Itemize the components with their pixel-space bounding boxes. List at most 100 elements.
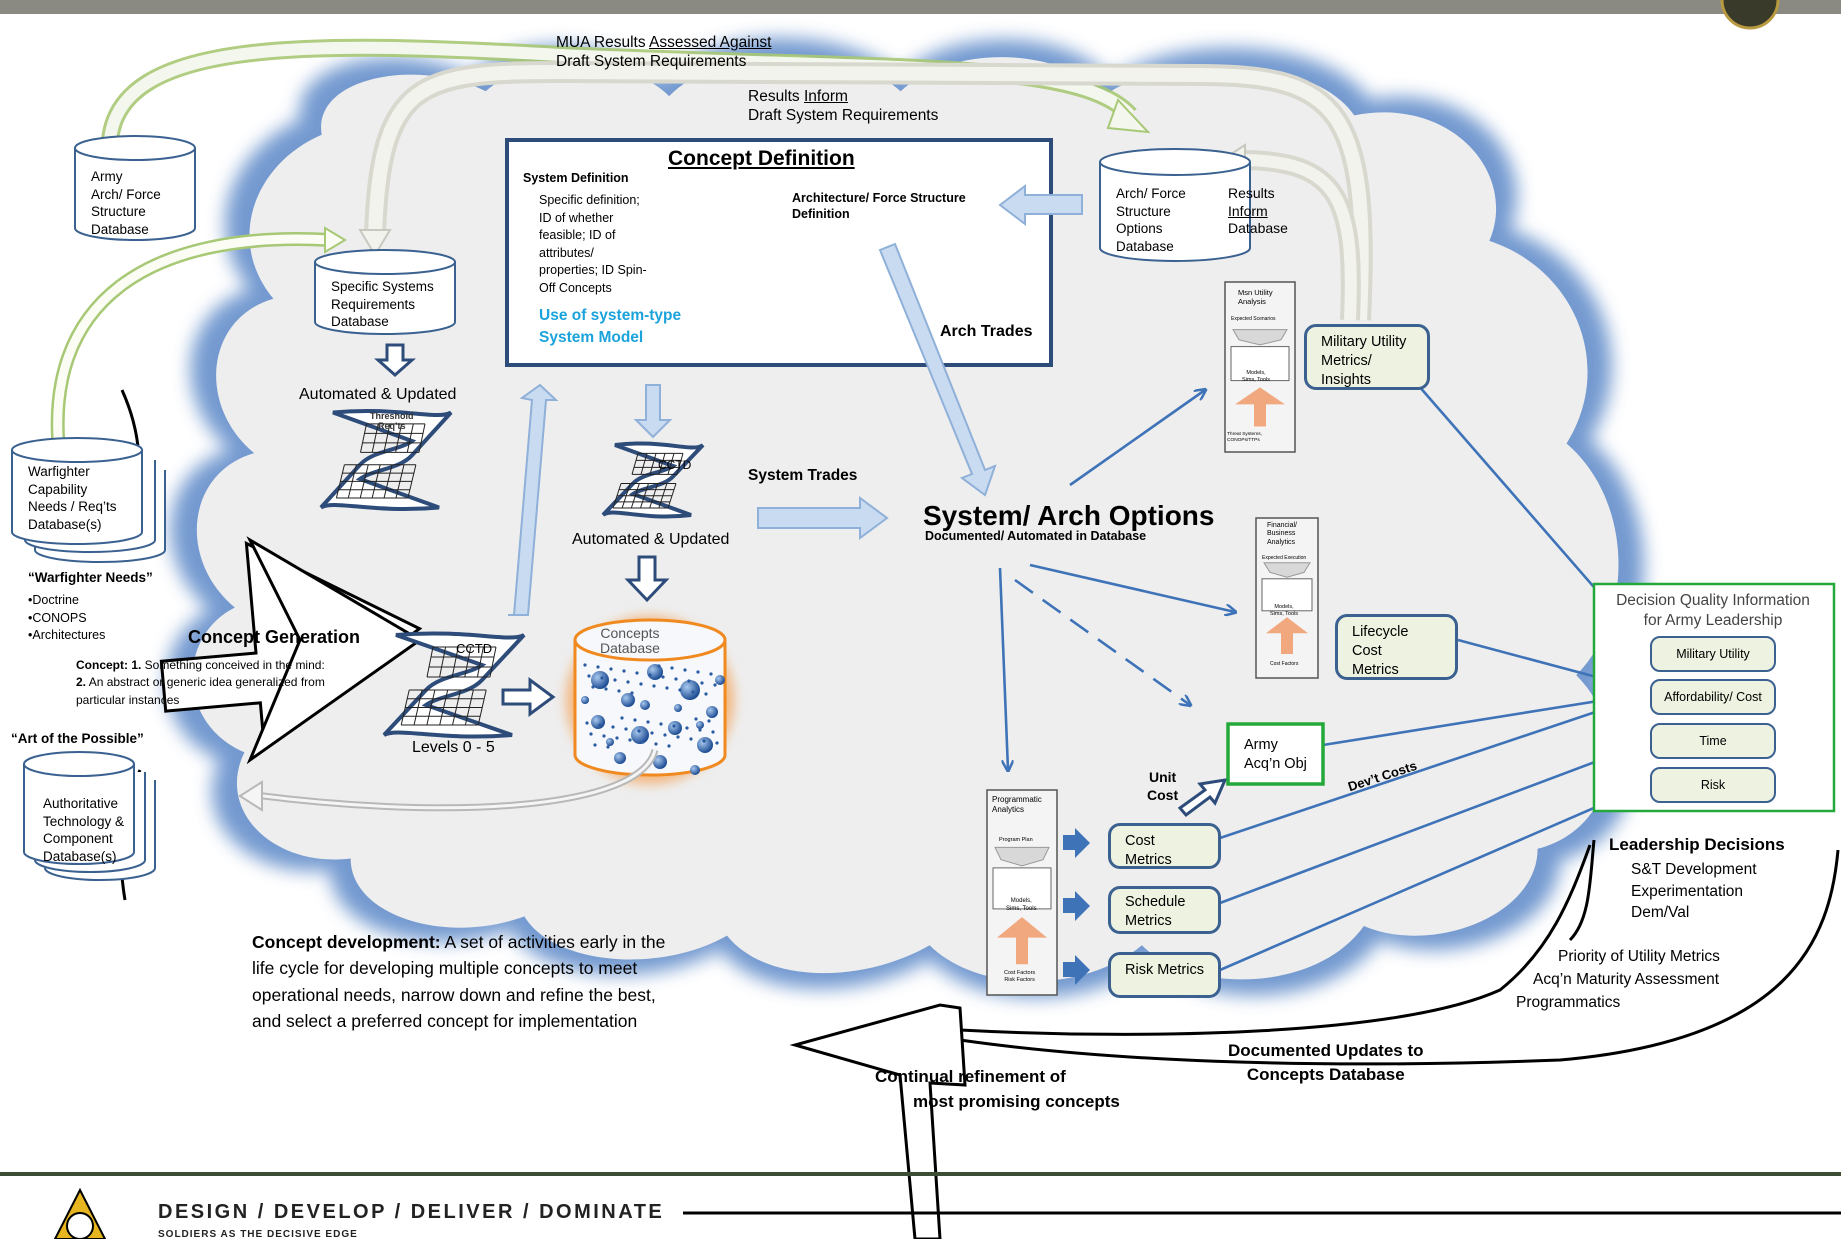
military-utility-metrics: Military Utility Metrics/ Insights [1304, 324, 1430, 390]
molecule [640, 700, 650, 710]
concept-definition-text: Concept: 1. Something conceived in the m… [76, 657, 325, 709]
molecule-dot [593, 743, 597, 747]
levels-label: Levels 0 - 5 [412, 739, 495, 756]
molecule-dot [615, 736, 619, 740]
cctd-top-label: CCTD [658, 458, 692, 472]
schedule-metrics: Schedule Metrics [1108, 886, 1221, 934]
panel-to-metric-arrows [1063, 828, 1090, 985]
molecule-dot [624, 727, 628, 731]
molecule-dot [609, 667, 613, 671]
molecule-dot [707, 719, 711, 723]
molecule-dot [633, 718, 637, 722]
results-inform-db-label: Results Inform Database [1228, 185, 1288, 238]
concepts-db-label: Concepts Database [600, 625, 660, 657]
army-arch-db-icon [74, 135, 196, 241]
arch-definition-heading: Architecture/ Force Structure Definition [792, 191, 966, 222]
molecule-dot [667, 744, 671, 748]
molecule-dot [665, 686, 669, 690]
results-line2: Draft System Requirements [748, 107, 939, 125]
system-definition-heading: System Definition [523, 171, 629, 185]
specific-systems-db-label: Specific Systems Requirements Database [331, 279, 434, 330]
leadership-heading: Leadership Decisions [1609, 835, 1785, 854]
hollow-down-arrow-2 [624, 555, 670, 603]
molecule-dot [676, 735, 680, 739]
molecule [647, 664, 663, 680]
molecule [591, 671, 609, 689]
ri-line3: Database [1228, 220, 1288, 236]
molecule-dot [606, 745, 610, 749]
mua-underlined: Assessed Against [649, 34, 772, 51]
molecule-dot [630, 691, 634, 695]
molecule-dot [689, 737, 693, 741]
molecule [715, 675, 725, 685]
molecule-dot [613, 678, 617, 682]
system-trades-label: System Trades [748, 467, 858, 484]
authoritative-db-label: Authoritative Technology & Component Dat… [43, 796, 125, 864]
dq-military-utility: Military Utility [1650, 636, 1776, 672]
msn-utility-sub2: Models, Sims, Tools [1242, 370, 1271, 384]
molecule [631, 726, 649, 744]
programmatic-sub2: Models, Sims, Tools [1006, 898, 1037, 912]
leadership-item: S&T Development [1631, 861, 1757, 878]
arch-trades-arrow [878, 242, 997, 497]
army-arch-db-label: Army Arch/ Force Structure Database [91, 169, 161, 237]
priority-utility: Priority of Utility Metrics [1558, 948, 1720, 965]
warfighter-needs-list: •Doctrine •CONOPS •Architectures [28, 592, 105, 645]
light-arrow-left [998, 183, 1083, 227]
threshold-label: Threshold Req’ts [370, 411, 414, 431]
molecule-dot [589, 732, 593, 736]
acqn-maturity: Acq’n Maturity Assessment [1533, 971, 1720, 988]
system-definition-body: Specific definition; ID of whether feasi… [539, 193, 647, 295]
molecule-dot [694, 717, 698, 721]
financial-sub2: Models, Sims, Tools [1270, 604, 1299, 618]
molecule-dot [674, 677, 678, 681]
threshold-grid-tile [319, 408, 453, 512]
results-prefix: Results [748, 88, 804, 105]
concept-definition-title: Concept Definition [668, 147, 855, 170]
specific-systems-db-icon [314, 249, 456, 335]
molecule-dot [646, 720, 650, 724]
financial-title: Financial/ Business Analytics [1267, 522, 1297, 546]
concept-dev-line3: operational needs, narrow down and refin… [252, 984, 656, 1005]
molecule-dot [704, 692, 708, 696]
molecule-dot [683, 668, 687, 672]
leadership-list: S&T Development Experimentation Dem/Val [1631, 859, 1757, 924]
leadership-item: Experimentation [1631, 882, 1744, 900]
continual-refinement-2: most promising concepts [913, 1092, 1120, 1111]
molecule [697, 737, 713, 753]
light-arrow-right [757, 496, 889, 540]
msn-utility-sub1: Expected Scenarios [1231, 316, 1276, 322]
molecule-dot [602, 734, 606, 738]
molecule-dot [596, 665, 600, 669]
warfighter-db-icon [11, 437, 166, 563]
concepts-molecules [581, 663, 725, 775]
system-model-label: Use of system-type System Model [539, 307, 682, 347]
warfighter-db-label: Warfighter Capability Needs / Req’ts Dat… [28, 464, 117, 532]
molecule [706, 706, 718, 718]
concept-development-text: Concept development: A set of activities… [252, 929, 665, 1034]
msn-utility-title: Msn Utility Analysis [1238, 288, 1273, 306]
cost-metrics: Cost Metrics [1108, 823, 1221, 869]
molecule [696, 721, 704, 729]
mua-line2: Draft System Requirements [556, 53, 747, 71]
concept-def-bold-1: Concept: 1. [76, 658, 142, 672]
ri-line2: Inform [1228, 202, 1268, 219]
molecule-dot [617, 689, 621, 693]
molecule-dot [591, 685, 595, 689]
lifecycle-cost-metrics: Lifecycle Cost Metrics [1335, 614, 1458, 680]
dq-affordability: Affordability/ Cost [1650, 679, 1776, 715]
molecule-dot [711, 730, 715, 734]
molecule-dot [583, 663, 587, 667]
msn-utility-sub3: Threat Systems, CONOPs/TTPs [1227, 432, 1262, 444]
warfighter-need-item: •CONOPS [28, 610, 87, 625]
molecule-dot [691, 690, 695, 694]
unit-cost-label: Unit Cost [1147, 769, 1179, 804]
molecule-dot [654, 742, 658, 746]
programmatic-title: Programmatic Analytics [992, 795, 1042, 814]
molecule [668, 721, 682, 735]
unit-cost-arrow [1177, 778, 1228, 818]
molecule-dot [648, 673, 652, 677]
warfighter-need-item: •Doctrine [28, 593, 79, 607]
cctd-grid-tiles [319, 408, 705, 739]
ri-line1: Results [1228, 185, 1275, 201]
